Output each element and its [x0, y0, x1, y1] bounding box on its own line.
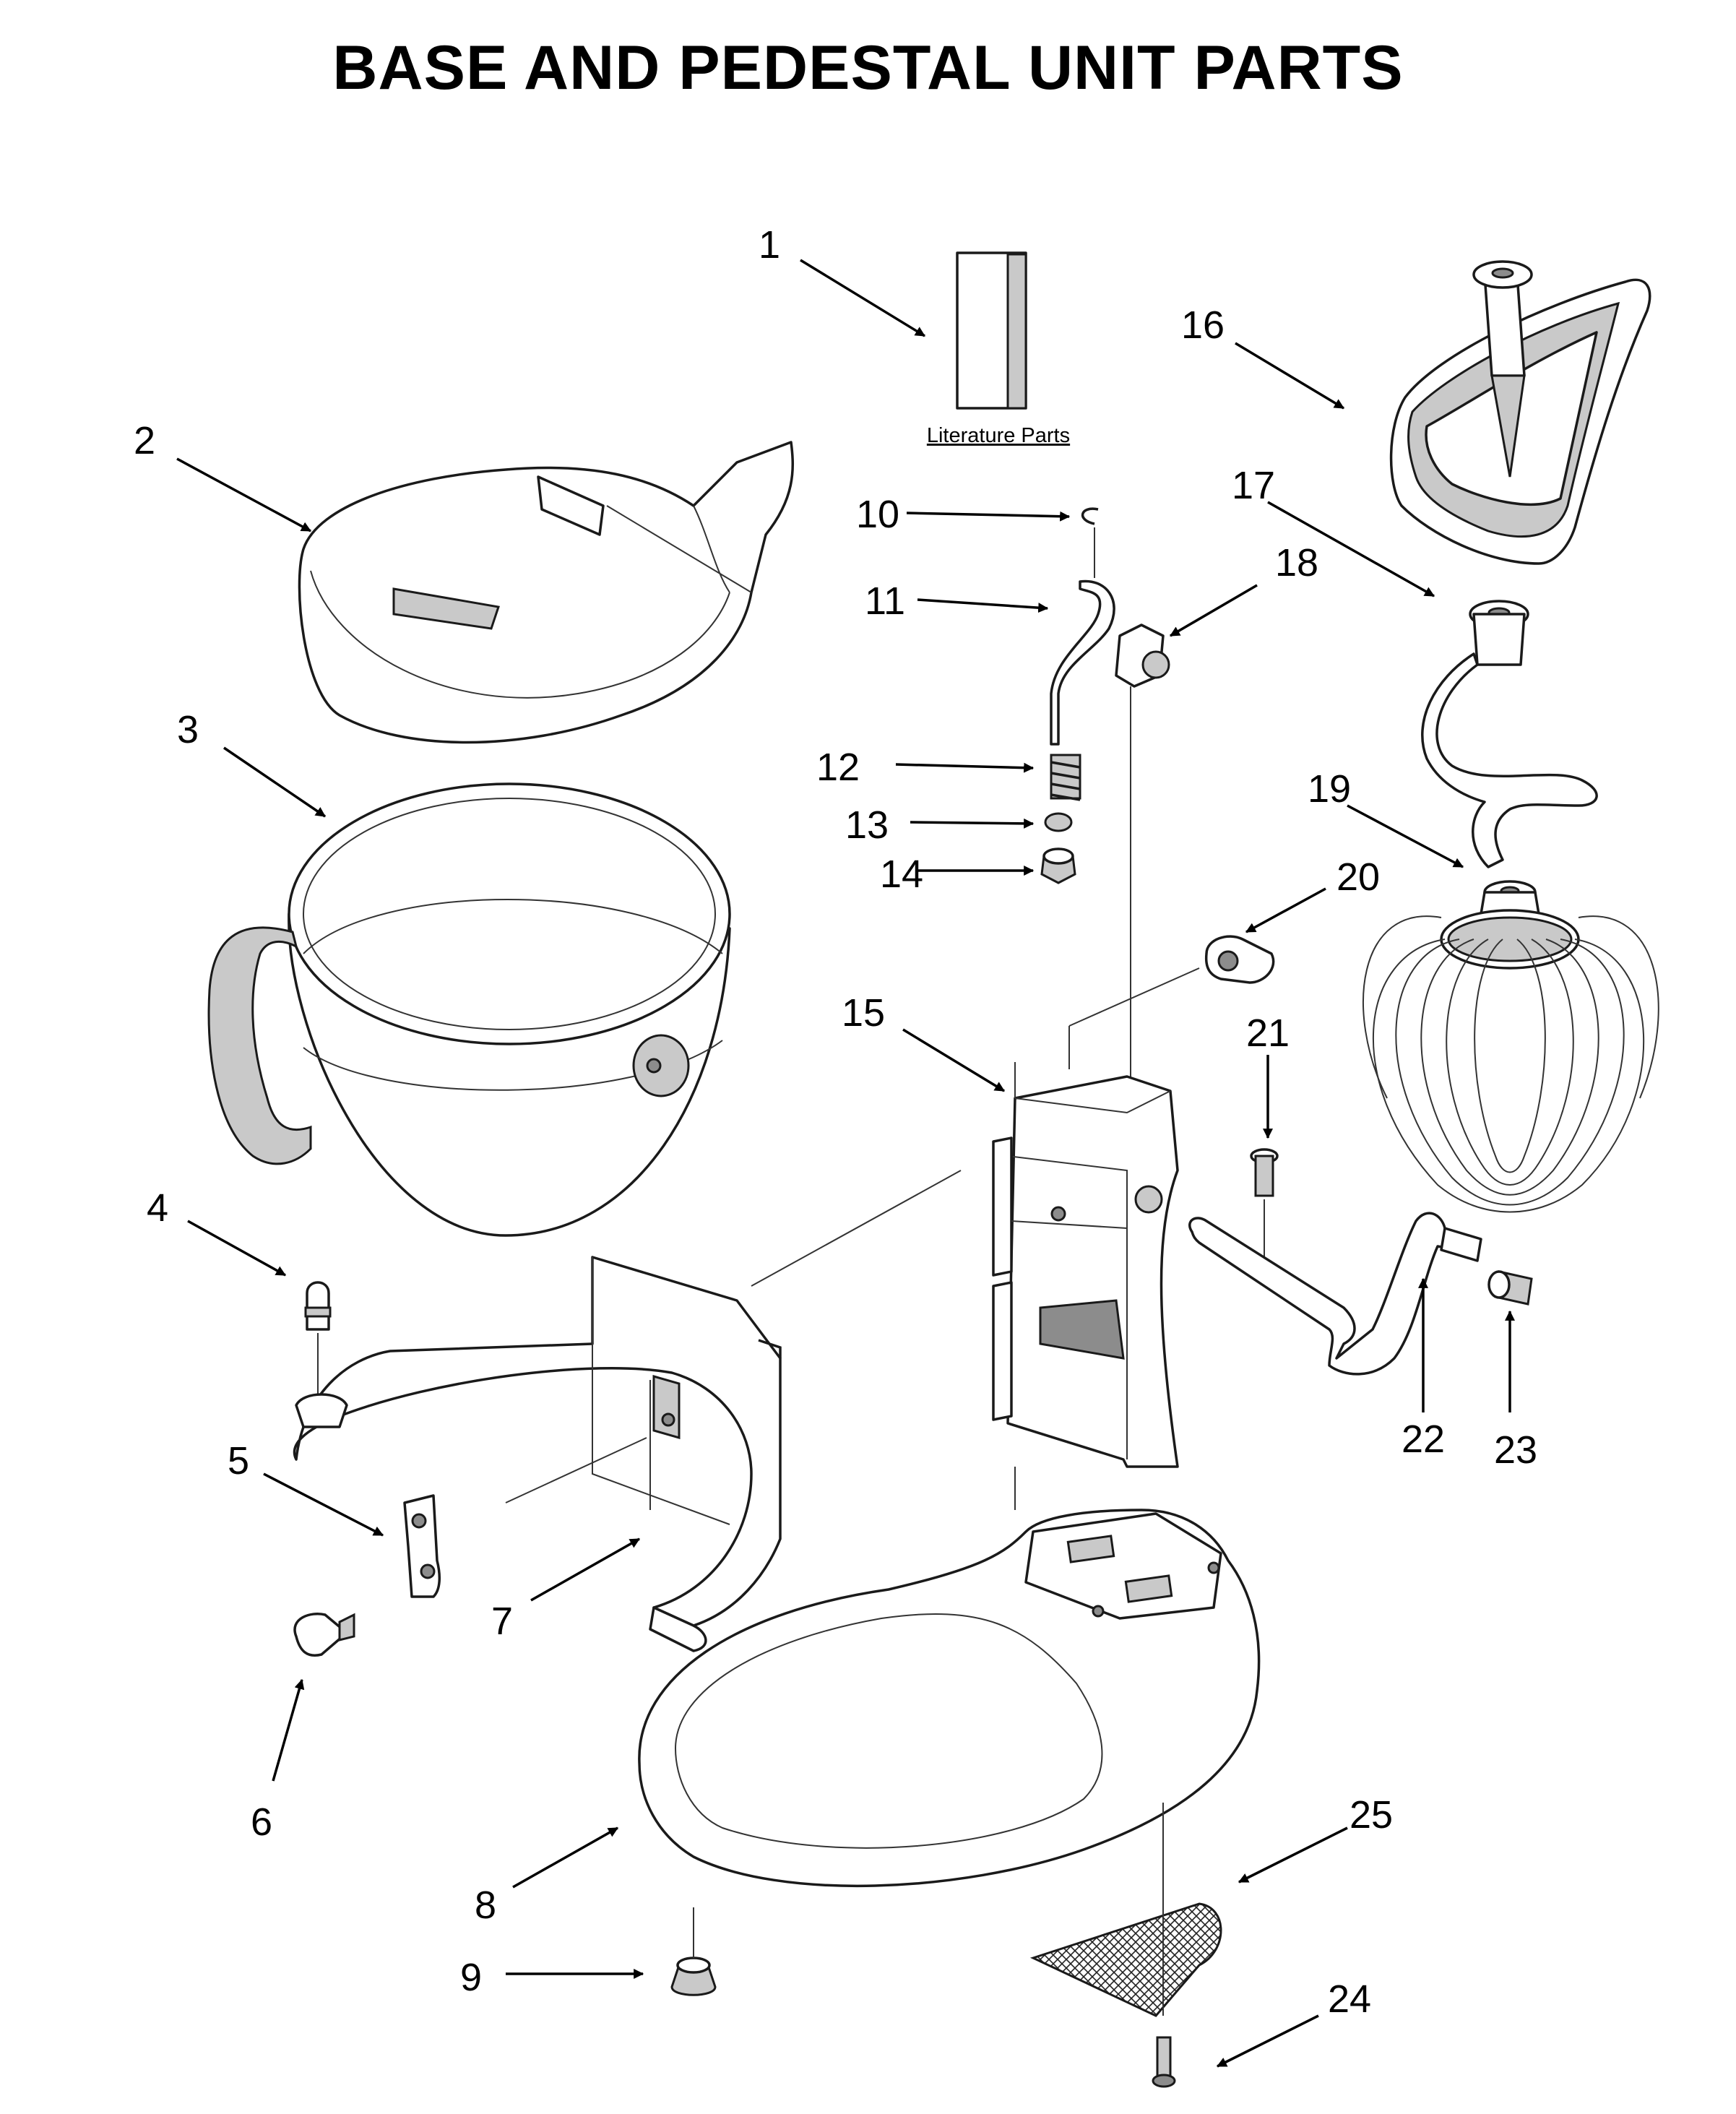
part-15-pedestal-column[interactable]	[992, 1075, 1179, 1468]
callout-18: 18	[1275, 541, 1318, 584]
part-18-lift-lever[interactable]	[1115, 624, 1170, 1098]
part-16-flat-beater[interactable]	[1389, 260, 1651, 565]
callout-5: 5	[228, 1439, 249, 1483]
part-19-wire-whip[interactable]	[1363, 880, 1659, 1213]
part-22-crank-handle[interactable]	[1188, 1212, 1482, 1376]
part-7-bowl-support[interactable]	[293, 1256, 782, 1652]
callout-16: 16	[1181, 303, 1225, 347]
callout-8: 8	[475, 1884, 496, 1927]
callout-22: 22	[1402, 1418, 1445, 1461]
part-11-lift-rod[interactable]	[1050, 579, 1115, 746]
callout-arrows	[176, 259, 1515, 2068]
callout-15: 15	[842, 991, 885, 1035]
part-14-nut[interactable]	[1040, 847, 1076, 884]
page-title: BASE AND PEDESTAL UNIT PARTS	[332, 33, 1404, 103]
part-6-screw[interactable]	[293, 1613, 355, 1657]
part-23-cap[interactable]	[1487, 1270, 1533, 1306]
part-24-base-screw[interactable]	[1152, 2036, 1176, 2088]
part-2-pouring-shield[interactable]	[298, 441, 795, 744]
part-1-literature[interactable]	[956, 251, 1027, 410]
part-5-bracket[interactable]	[403, 1494, 441, 1598]
callout-10: 10	[856, 493, 899, 536]
callout-11: 11	[865, 579, 905, 623]
callout-25: 25	[1349, 1793, 1393, 1837]
part-4-locator-pin[interactable]	[304, 1281, 332, 1394]
callout-23: 23	[1494, 1428, 1537, 1472]
callout-1: 1	[759, 223, 780, 267]
part-17-dough-hook[interactable]	[1421, 600, 1598, 868]
callout-6: 6	[251, 1800, 272, 1844]
callout-24: 24	[1328, 1977, 1371, 2021]
callout-12: 12	[816, 746, 860, 789]
callout-labels: 1 2 3 4 5 6 7 8 9 10 11 12 13 14 15 16 1…	[134, 223, 1537, 2021]
callout-21: 21	[1246, 1011, 1290, 1055]
callout-13: 13	[845, 803, 889, 847]
callout-20: 20	[1336, 855, 1380, 899]
callout-7: 7	[491, 1600, 513, 1643]
part-12-spring[interactable]	[1050, 754, 1081, 801]
literature-parts-label: Literature Parts	[927, 424, 1070, 447]
part-13-washer[interactable]	[1044, 812, 1073, 832]
part-9-foot[interactable]	[670, 1907, 717, 1996]
part-21-set-screw[interactable]	[1250, 1148, 1279, 1257]
callout-17: 17	[1232, 464, 1275, 507]
callout-19: 19	[1308, 767, 1351, 811]
part-8-base[interactable]	[638, 1467, 1261, 1888]
part-25-mesh-pad[interactable]	[1029, 1803, 1222, 2017]
part-20-knob[interactable]	[1068, 935, 1275, 1027]
callout-2: 2	[134, 419, 155, 462]
part-10-retaining-ring[interactable]	[1081, 507, 1099, 525]
part-3-bowl[interactable]	[207, 782, 731, 1237]
callout-3: 3	[177, 708, 199, 751]
callout-4: 4	[147, 1186, 168, 1230]
callout-14: 14	[880, 853, 923, 896]
explode-lines	[505, 527, 1095, 1503]
callout-9: 9	[460, 1956, 482, 1999]
